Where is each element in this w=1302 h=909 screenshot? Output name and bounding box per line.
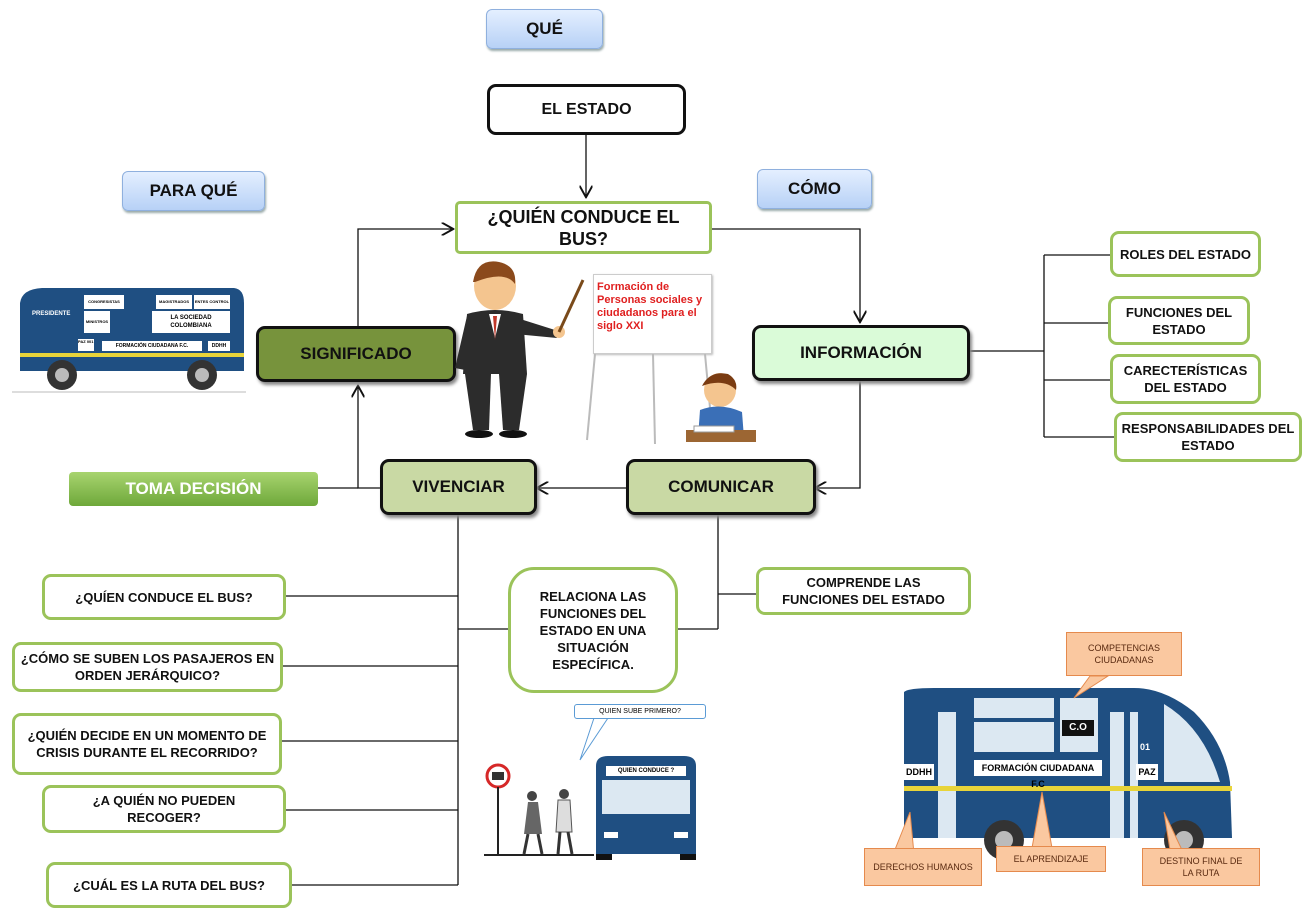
info-item-responsabilidades: RESPONSABILIDADES DEL ESTADO (1114, 412, 1302, 462)
vivenciar-node: VIVENCIAR (380, 459, 537, 515)
quien-conduce-node: ¿QUIÉN CONDUCE EL BUS? (455, 201, 712, 254)
info-item-roles: ROLES DEL ESTADO (1110, 231, 1261, 277)
question-3: ¿QUIÉN DECIDE EN UN MOMENTO DE CRISIS DU… (12, 713, 282, 775)
toma-decision-tab: TOMA DECISIÓN (69, 472, 318, 506)
bus-front-sign: QUIEN CONDUCE ? (606, 766, 686, 776)
bus-label-magistrados: MAGISTRADOS (156, 295, 192, 309)
bus-right-paz: PAZ (1136, 764, 1158, 780)
callout-aprendizaje: EL APRENDIZAJE (996, 846, 1106, 872)
significado-node: SIGNIFICADO (256, 326, 456, 382)
bus-right-num: 01 (1140, 742, 1151, 752)
bus-right-co: C.O (1062, 720, 1094, 736)
como-tab: CÓMO (757, 169, 872, 209)
comprende-node: COMPRENDE LAS FUNCIONES DEL ESTADO (756, 567, 971, 615)
bus-label-formacion: FORMACIÓN CIUDADANA F.C. (102, 341, 202, 351)
que-tab: QUÉ (486, 9, 603, 49)
question-1: ¿QUÍEN CONDUCE EL BUS? (42, 574, 286, 620)
speech-bubble: QUIEN SUBE PRIMERO? (574, 704, 706, 719)
whiteboard-text: Formación de Personas sociales y ciudada… (597, 281, 703, 332)
teacher-figure (455, 261, 585, 438)
el-estado-node: EL ESTADO (487, 84, 686, 135)
left-bus: PRESIDENTE CONGRESISTAS MAGISTRADOS ENTE… (12, 283, 246, 401)
callout-destino: DESTINO FINAL DE LA RUTA (1142, 848, 1260, 886)
relaciona-node: RELACIONA LAS FUNCIONES DEL ESTADO EN UN… (508, 567, 678, 693)
bus-label-congresistas: CONGRESISTAS (84, 295, 124, 309)
bus-label-ddhh: DDHH (208, 341, 230, 351)
para-que-tab: PARA QUÉ (122, 171, 265, 211)
info-item-caracteristicas: CARECTERÍSTICAS DEL ESTADO (1110, 354, 1261, 404)
informacion-node: INFORMACIÓN (752, 325, 970, 381)
comunicar-node: COMUNICAR (626, 459, 816, 515)
callout-competencias: COMPETENCIAS CIUDADANAS (1066, 632, 1182, 676)
bus-label-entes: ENTES CONTROL (194, 295, 230, 309)
bus-stop-scene: QUIEN SUBE PRIMERO? QUIEN CONDUCE ? (484, 704, 706, 860)
question-4: ¿A QUIÉN NO PUEDEN RECOGER? (42, 785, 286, 833)
bus-right-formacion: FORMACIÓN CIUDADANA F.C (974, 760, 1102, 789)
bus-label-ministros: MINISTROS (84, 311, 110, 333)
question-5: ¿CUÁL ES LA RUTA DEL BUS? (46, 862, 292, 908)
question-2: ¿CÓMO SE SUBEN LOS PASAJEROS EN ORDEN JE… (12, 642, 283, 692)
bus-label-sociedad: LA SOCIEDAD COLOMBIANA (152, 311, 230, 333)
info-item-funciones: FUNCIONES DEL ESTADO (1108, 296, 1250, 345)
callout-derechos: DERECHOS HUMANOS (864, 848, 982, 886)
bus-label-presidente: PRESIDENTE (32, 311, 71, 317)
student-figure (686, 373, 756, 442)
right-bus: C.O DDHH FORMACIÓN CIUDADANA F.C PAZ 01 … (864, 632, 1302, 888)
whiteboard: Formación de Personas sociales y ciudada… (593, 274, 712, 354)
bus-label-paz: PAZ 001 (78, 339, 94, 351)
bus-right-ddhh: DDHH (904, 764, 934, 780)
